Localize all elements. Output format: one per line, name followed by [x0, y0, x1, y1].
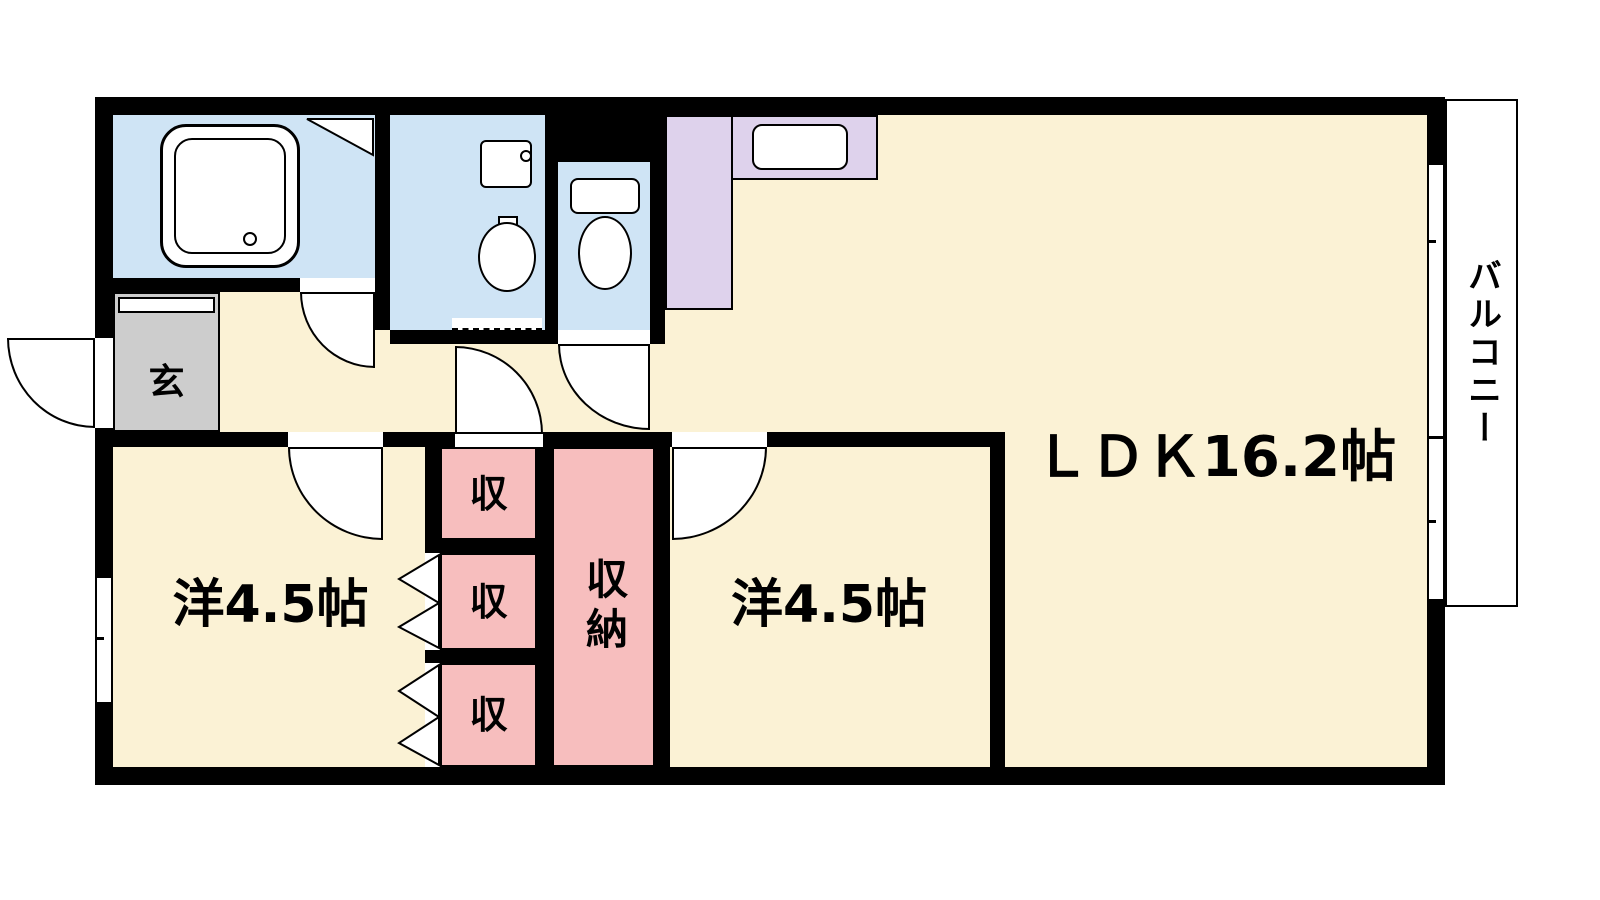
room-right-label: 洋4.5帖 [730, 575, 928, 635]
washroom-sliding-door-icon [452, 318, 542, 330]
closet-mid [440, 553, 537, 650]
wash-faucet-icon [520, 150, 532, 162]
wall-bottom [95, 767, 1445, 785]
window-frame-tick [1427, 162, 1445, 165]
window-frame-tick [1427, 240, 1436, 243]
bath-folding-door-icon [306, 118, 374, 157]
wall-closet-div2 [425, 650, 552, 663]
closet-bottom [440, 663, 537, 767]
entrance-step [118, 297, 215, 313]
entrance-door-arc [7, 338, 95, 428]
window-left [95, 575, 113, 705]
wall-closet-div1 [425, 540, 552, 553]
bathtub-inner-icon [174, 138, 286, 254]
closet-bottom-label: 収 [469, 693, 508, 737]
entrance-label: 玄 [148, 361, 185, 403]
closet-top [440, 447, 537, 540]
wall-top [95, 97, 1445, 115]
wall-hall-bedrooms [113, 432, 1005, 447]
closet-mid-label: 収 [469, 579, 508, 624]
bifold-door-icon [397, 663, 440, 767]
window-frame-tick [95, 702, 113, 705]
closet-tall-label: 収納 [579, 557, 629, 657]
wall-bedroom-ldk [990, 432, 1005, 767]
wash-cabinet-icon [480, 140, 532, 188]
window-frame-tick [1427, 599, 1445, 602]
bathroom-door-gap [300, 278, 375, 292]
toilet-door-gap [558, 330, 650, 344]
toilet-bowl-icon [578, 216, 632, 290]
entrance-door-gap [95, 338, 113, 428]
bedroom-right-door-gap [672, 432, 767, 447]
window-frame-tick [95, 575, 113, 578]
balcony: バルコニー [1445, 99, 1518, 607]
wall-toilet-top [558, 115, 650, 162]
window-frame-tick [95, 637, 104, 640]
hall-door-gap [455, 432, 543, 447]
toilet-tank-icon [570, 178, 640, 214]
bathtub-drain-icon [243, 232, 257, 246]
stove-icon [752, 124, 848, 170]
wall-storage-right [655, 432, 670, 767]
ldk-label: ＬＤＫ16.2帖 [1033, 425, 1397, 490]
bedroom-left-door-gap [288, 432, 383, 447]
kitchen-counter-side [665, 115, 733, 310]
wall-toilet-left [545, 115, 558, 330]
window-balcony-1 [1427, 162, 1445, 438]
window-frame-tick [1427, 520, 1436, 523]
closet-tall [552, 447, 655, 767]
wall-toilet-right [650, 115, 665, 330]
entrance-floor [113, 292, 220, 432]
wall-closet-right [537, 447, 552, 767]
bifold-door-icon [396, 553, 440, 650]
room-left-label: 洋4.5帖 [172, 575, 369, 635]
bedroom-left-door-arc [288, 447, 383, 540]
sink-basin-icon [478, 222, 536, 292]
closet-top-label: 収 [469, 471, 508, 516]
balcony-label: バルコニー [1461, 258, 1502, 448]
wall-bath-wash [375, 115, 390, 330]
window-frame-tick [1427, 436, 1445, 439]
